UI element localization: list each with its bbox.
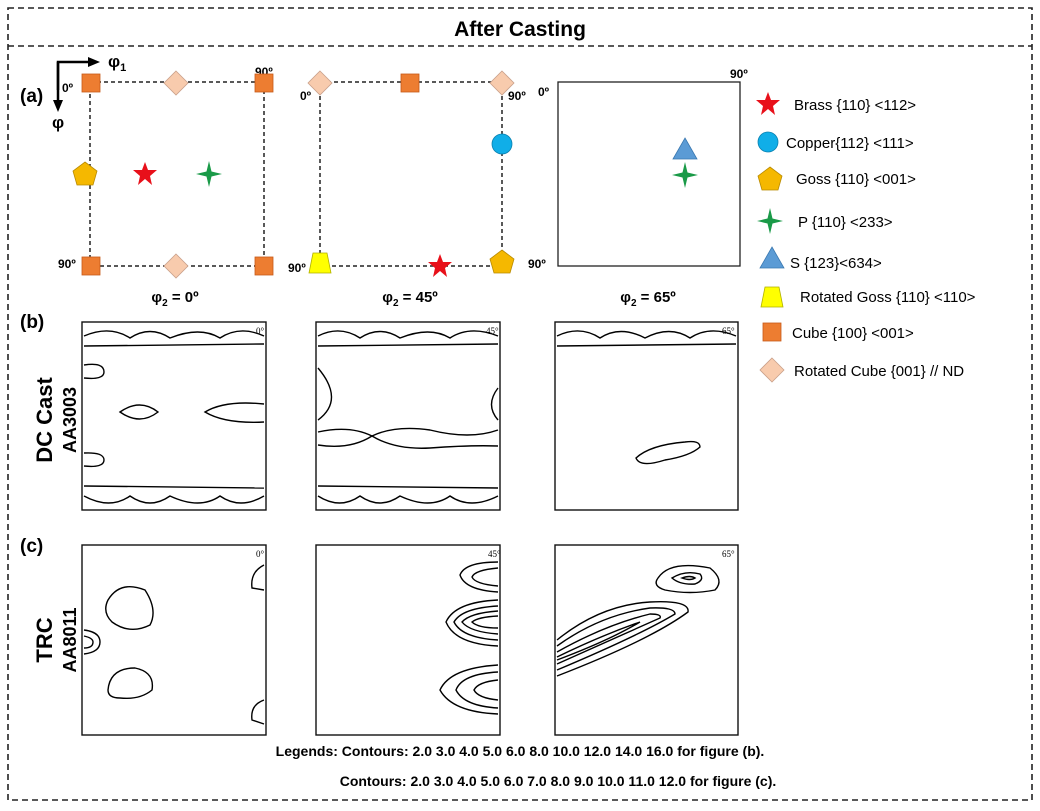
- odf-contour-b-0: 0°: [81, 321, 267, 511]
- panel-b-label: (b): [20, 312, 44, 333]
- svg-text:Goss {110} <001>: Goss {110} <001>: [796, 171, 916, 188]
- brass-icon: [756, 92, 780, 115]
- svg-text:P {110} <233>: P {110} <233>: [798, 214, 893, 231]
- svg-text:0°: 0°: [256, 549, 265, 559]
- cube-marker: [81, 73, 101, 93]
- phi2-label: φ2 = 0º: [151, 289, 199, 309]
- row-title-dc-cast: DC Cast: [32, 377, 57, 463]
- row-title-trc: TRC: [32, 617, 57, 662]
- odf-contour-b-45: 45°: [315, 321, 501, 511]
- svg-text:Brass {110} <112>: Brass {110} <112>: [794, 97, 916, 114]
- panel-c-label: (c): [20, 536, 43, 557]
- p-icon: [757, 208, 783, 234]
- goss-marker: [489, 249, 515, 274]
- goss-marker: [72, 161, 98, 186]
- cube-icon: [762, 322, 782, 342]
- goss-icon: [757, 166, 783, 191]
- svg-text:0º: 0º: [62, 81, 74, 95]
- svg-text:0°: 0°: [256, 326, 265, 336]
- svg-text:Copper{112} <111>: Copper{112} <111>: [786, 135, 914, 152]
- texture-legend: Brass {110} <112> Copper{112} <111> Goss…: [756, 92, 976, 383]
- svg-text:90º: 90º: [730, 67, 748, 81]
- p-marker: [196, 161, 222, 187]
- s-marker: [672, 137, 698, 160]
- svg-text:S {123}<634>: S {123}<634>: [790, 255, 882, 272]
- cube-marker: [81, 256, 101, 276]
- cube-marker: [400, 73, 420, 93]
- phi2-label: φ2 = 45º: [382, 289, 438, 309]
- odf-contour-c-0: 0°: [81, 544, 267, 736]
- phi2-label: φ2 = 65º: [620, 289, 676, 309]
- svg-text:90º: 90º: [288, 261, 306, 275]
- svg-text:90º: 90º: [528, 257, 546, 271]
- rotated-goss-marker: [308, 252, 332, 274]
- copper-icon: [757, 131, 779, 153]
- odf-contour-b-65: 65°: [554, 321, 739, 511]
- svg-text:90º: 90º: [58, 257, 76, 271]
- rotated-cube-marker: [307, 70, 333, 96]
- brass-marker: [133, 162, 157, 185]
- cube-marker: [254, 73, 274, 93]
- rotated-goss-icon: [760, 286, 784, 308]
- svg-text:Rotated Cube {001} // ND: Rotated Cube {001} // ND: [794, 363, 964, 380]
- figure-title: After Casting: [454, 18, 586, 41]
- odf-section-phi2-0: 0º 90º 90º φ2 = 0º: [58, 65, 274, 309]
- svg-text:φ1: φ1: [108, 52, 126, 74]
- axis-arrows: φ1 φ: [52, 52, 126, 132]
- svg-text:Cube {100} <001>: Cube {100} <001>: [792, 325, 914, 342]
- svg-text:65°: 65°: [722, 549, 735, 559]
- svg-text:0º: 0º: [538, 85, 550, 99]
- footer-contours-c: Contours: 2.0 3.0 4.0 5.0 6.0 7.0 8.0 9.…: [340, 773, 777, 789]
- alloy-aa8011: AA8011: [60, 607, 80, 672]
- copper-marker: [491, 133, 513, 155]
- panel-a-label: (a): [20, 86, 43, 107]
- svg-text:65°: 65°: [722, 326, 735, 336]
- svg-text:0º: 0º: [300, 89, 312, 103]
- cube-marker: [254, 256, 274, 276]
- odf-contour-c-65: 65°: [554, 544, 739, 736]
- footer-contours-b: Legends: Contours: 2.0 3.0 4.0 5.0 6.0 8…: [276, 743, 765, 759]
- rotated-cube-icon: [759, 357, 785, 383]
- svg-text:φ: φ: [52, 113, 64, 132]
- svg-text:45°: 45°: [488, 549, 501, 559]
- p-marker: [672, 162, 698, 188]
- svg-text:45°: 45°: [486, 326, 499, 336]
- rotated-cube-marker: [163, 253, 189, 279]
- s-icon: [759, 246, 785, 269]
- svg-text:90º: 90º: [508, 89, 526, 103]
- odf-section-phi2-45: 0º 90º 90º φ2 = 45º: [288, 70, 526, 309]
- rotated-cube-marker: [163, 70, 189, 96]
- outer-frame: [7, 7, 1033, 801]
- odf-contour-c-45: 45°: [315, 544, 501, 736]
- odf-section-phi2-65: 0º 90º 90º φ2 = 65º: [528, 67, 748, 309]
- svg-text:Rotated Goss {110} <110>: Rotated Goss {110} <110>: [800, 289, 976, 306]
- alloy-aa3003: AA3003: [60, 387, 80, 453]
